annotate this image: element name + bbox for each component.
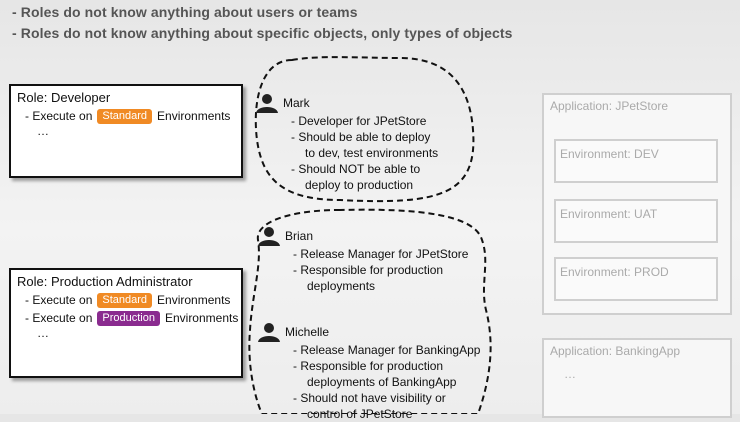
user-michelle: Michelle - Release Manager for BankingAp… <box>258 322 481 422</box>
permission-suffix: Environments <box>157 109 231 123</box>
user-mark-line-2: - Should be able to deploy <box>291 130 431 144</box>
person-icon <box>256 94 278 113</box>
person-icon <box>258 323 280 342</box>
user-michelle-line-1: - Release Manager for BankingApp <box>293 343 481 357</box>
user-mark-line-1: - Developer for JPetStore <box>291 114 427 128</box>
standard-badge: Standard <box>97 292 153 308</box>
header-bullet-2: - Roles do not know anything about speci… <box>12 25 513 41</box>
user-brian: Brian - Release Manager for JPetStore - … <box>258 226 469 294</box>
user-brian-name: Brian <box>285 229 314 243</box>
team-outline-top <box>254 56 475 203</box>
role-developer-box: Role: Developer - Execute on Standard En… <box>9 84 243 178</box>
application-bankingapp-more: … <box>564 367 576 381</box>
role-production-admin-box: Role: Production Administrator - Execute… <box>9 268 243 378</box>
user-michelle-line-3: deployments of BankingApp <box>307 375 457 389</box>
user-mark-line-3: to dev, test environments <box>305 146 439 160</box>
user-michelle-name: Michelle <box>285 325 330 339</box>
application-jpetstore-title: Application: JPetStore <box>550 99 669 113</box>
user-brian-line-3: deployments <box>307 279 376 293</box>
permission-prefix: - Execute on <box>25 293 93 307</box>
user-mark-line-5: deploy to production <box>305 178 414 192</box>
permission-prefix: - Execute on <box>25 311 93 325</box>
role-production-admin-more: … <box>37 326 49 340</box>
user-michelle-line-4: - Should not have visibility or <box>293 391 446 405</box>
user-brian-line-2: - Responsible for production <box>293 263 444 277</box>
production-badge: Production <box>97 310 160 326</box>
role-developer-permission: - Execute on Standard Environments <box>17 107 235 125</box>
application-bankingapp-title: Application: BankingApp <box>550 344 681 358</box>
permission-prefix: - Execute on <box>25 109 93 123</box>
application-bankingapp: Application: BankingApp … <box>542 338 732 418</box>
team-outline-bottom <box>248 208 492 414</box>
user-michelle-line-2: - Responsible for production <box>293 359 444 373</box>
person-icon <box>258 227 280 246</box>
role-production-admin-permission-1: - Execute on Standard Environments <box>17 291 235 309</box>
permission-suffix: Environments <box>164 311 239 325</box>
permission-suffix: Environments <box>157 293 231 307</box>
role-developer-title: Role: Developer <box>17 90 111 105</box>
environment-uat: Environment: UAT <box>554 199 718 243</box>
header-bullet-1: - Roles do not know anything about users… <box>12 4 358 20</box>
user-brian-line-1: - Release Manager for JPetStore <box>293 247 469 261</box>
role-developer-more: … <box>37 124 49 138</box>
user-michelle-line-5: control of JPetStore <box>307 407 413 421</box>
environment-dev: Environment: DEV <box>554 139 718 183</box>
environment-prod: Environment: PROD <box>554 257 718 301</box>
standard-badge: Standard <box>97 108 153 124</box>
user-mark-name: Mark <box>283 96 310 110</box>
role-production-admin-permission-2: - Execute on Production Environments <box>17 309 239 327</box>
role-production-admin-title: Role: Production Administrator <box>17 274 193 289</box>
user-mark: Mark - Developer for JPetStore - Should … <box>256 93 439 193</box>
application-jpetstore: Application: JPetStore Environment: DEV … <box>542 93 732 315</box>
user-mark-line-4: - Should NOT be able to <box>291 162 421 176</box>
